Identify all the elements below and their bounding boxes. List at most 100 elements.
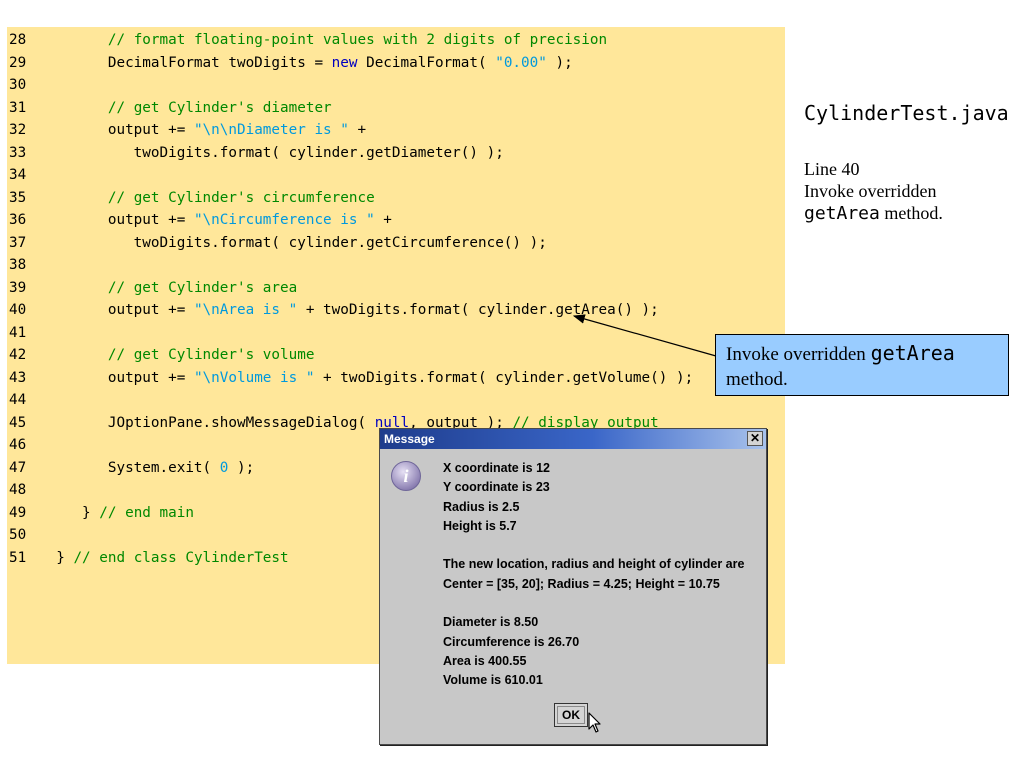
code-token: JOptionPane.showMessageDialog( [39,414,375,431]
line-number: 48 [9,482,27,498]
code-token: + [374,212,392,228]
message-line: Volume is 610.01 [443,673,543,688]
code-text: System.exit( 0 ); [39,457,254,479]
code-token: } [39,549,74,566]
code-token: // end class CylinderTest [73,549,289,566]
close-button[interactable]: ✕ [747,431,763,446]
callout-text-end: method. [726,369,788,390]
code-text: } // end class CylinderTest [39,547,289,569]
line-number: 30 [9,77,27,93]
message-line: Radius is 2.5 [443,499,520,514]
code-text: // get Cylinder's diameter [39,97,332,119]
code-text: // get Cylinder's area [39,277,297,299]
line-number: 44 [9,392,27,408]
code-token: DecimalFormat twoDigits = [39,54,332,71]
note-desc: Invoke overridden [804,181,937,201]
code-token: , output ); [409,414,513,431]
line-reference: Line 40 [804,159,860,179]
code-token: 0 [219,459,229,476]
code-token: // end main [99,504,194,521]
code-token: twoDigits.format( cylinder.getDiameter()… [39,144,504,161]
line-number: 35 [9,189,27,206]
line-number: 33 [9,144,27,161]
line-number: 43 [9,369,27,386]
message-line: Y coordinate is 23 [443,480,550,495]
line-number: 42 [9,347,27,363]
message-dialog: Message ✕ i X coordinate is 12 Y coordina… [379,428,767,745]
line-number: 46 [9,437,27,453]
line-number: 36 [9,212,27,228]
code-token [39,280,108,296]
line-number: 29 [9,54,27,71]
code-token: "0.00" [495,54,547,71]
code-token [39,32,108,48]
code-text: // get Cylinder's circumference [39,187,375,209]
callout-text: Invoke overridden [726,344,871,365]
code-token: + [348,122,367,138]
message-line [443,594,744,613]
code-text: // get Cylinder's volume [39,344,315,366]
line-number: 31 [9,99,27,116]
info-icon: i [391,461,421,491]
line-number: 32 [9,122,27,138]
code-token: twoDigits.format( cylinder.getCircumfere… [39,234,547,251]
message-line: Center = [35, 20]; Radius = 4.25; Height… [443,576,720,591]
code-text: twoDigits.format( cylinder.getCircumfere… [39,232,547,254]
code-token [39,190,108,206]
code-text: output += "\n\nDiameter is " + [39,119,366,141]
line-number: 51 [9,549,27,566]
dialog-title: Message [384,432,435,446]
message-line: Diameter is 8.50 [443,615,539,630]
code-text: } // end main [39,502,194,524]
line-number: 34 [9,167,27,183]
code-token: } [39,504,100,521]
message-line [443,536,744,555]
code-token: "\nCircumference is " [193,212,375,228]
code-text: output += "\nCircumference is " + [39,209,392,231]
code-token: new [331,54,358,71]
ok-button[interactable]: OK [554,703,588,727]
code-token: null [374,414,410,431]
code-token: "\nVolume is " [193,369,315,386]
code-text: DecimalFormat twoDigits = new DecimalFor… [39,52,573,74]
line-number: 49 [9,504,27,521]
code-text: // format floating-point values with 2 d… [39,29,607,51]
line-number: 28 [9,32,27,48]
code-text: output += "\nArea is " + twoDigits.forma… [39,299,659,321]
code-token: "\nArea is " [193,302,298,318]
code-token: // get Cylinder's volume [107,347,315,363]
code-token: output += [39,369,194,386]
code-token: // format floating-point values with 2 d… [107,32,608,48]
code-token: DecimalFormat( [357,54,496,71]
line-number: 41 [9,324,27,341]
code-token: // get Cylinder's diameter [107,99,332,116]
callout-box: Invoke overridden getArea method. [715,334,1009,396]
line-number: 47 [9,459,27,476]
code-token: ); [228,459,255,476]
code-token: // get Cylinder's circumference [107,189,375,206]
message-line: Circumference is 26.70 [443,634,580,649]
callout-method: getArea [870,341,955,365]
message-line: X coordinate is 12 [443,461,550,475]
note-text: Invoke overridden getArea method. [804,180,1014,225]
code-token: System.exit( [39,459,220,476]
code-token [39,100,108,116]
code-token: // get Cylinder's area [107,279,298,296]
message-line: The new location, radius and height of c… [443,557,745,572]
line-number: 38 [9,257,27,273]
message-line: Height is 5.7 [443,518,517,533]
note-desc-end: method. [879,203,943,223]
line-number: 45 [9,414,27,431]
message-line: Area is 400.55 [443,653,527,668]
line-number: 39 [9,279,27,296]
code-token [39,347,108,363]
note-method: getArea [804,203,880,224]
mouse-cursor-icon [588,712,601,733]
line-number: 37 [9,234,27,251]
dialog-titlebar[interactable]: Message ✕ [380,429,766,449]
code-token: ); [546,54,573,71]
line-number: 50 [9,527,27,543]
file-name: CylinderTest.java [804,101,1009,125]
code-text: twoDigits.format( cylinder.getDiameter()… [39,142,504,164]
code-text: output += "\nVolume is " + twoDigits.for… [39,367,693,389]
